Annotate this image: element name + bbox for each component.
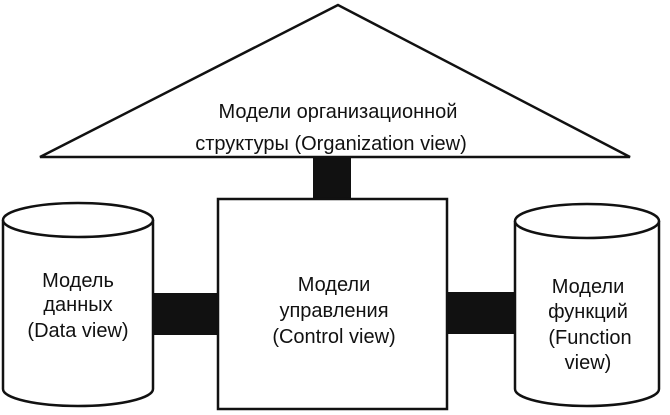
organization-view-label-line1: Модели организационной (219, 101, 458, 123)
organization-view-triangle (39, 3, 631, 159)
data-view-label-line3: (Data view) (27, 320, 128, 342)
function-view-label-line4: view) (565, 352, 612, 374)
data-view-label-line2: данных (43, 294, 112, 316)
organization-view-label-line2: структуры (Organization view) (195, 133, 467, 155)
data-view-cylinder-top (1, 201, 155, 239)
function-view-cylinder-body (513, 221, 661, 408)
data-view-node: Модель данных (Data view) (1, 201, 155, 408)
function-view-node: Модели функций (Function view) (513, 202, 661, 408)
control-view-label-line1: Модели (298, 274, 371, 296)
connector-organization-control (313, 157, 351, 199)
function-view-cylinder-top (513, 202, 661, 240)
control-view-label-line3: (Control view) (272, 326, 395, 348)
function-view-label-line2: функций (548, 301, 628, 323)
connector-data-control (152, 293, 218, 335)
data-view-label-line1: Модель (42, 270, 114, 292)
control-view-label-line2: управления (279, 300, 388, 322)
function-view-label-line1: Модели (552, 276, 625, 298)
connector-control-function (447, 292, 515, 334)
data-view-cylinder-body (1, 220, 155, 408)
function-view-label-line3: (Function (548, 327, 631, 349)
control-view-node: Модели управления (Control view) (216, 197, 449, 411)
organization-view-node: Модели организационной структуры (Organi… (39, 3, 631, 159)
control-view-box (216, 197, 449, 411)
